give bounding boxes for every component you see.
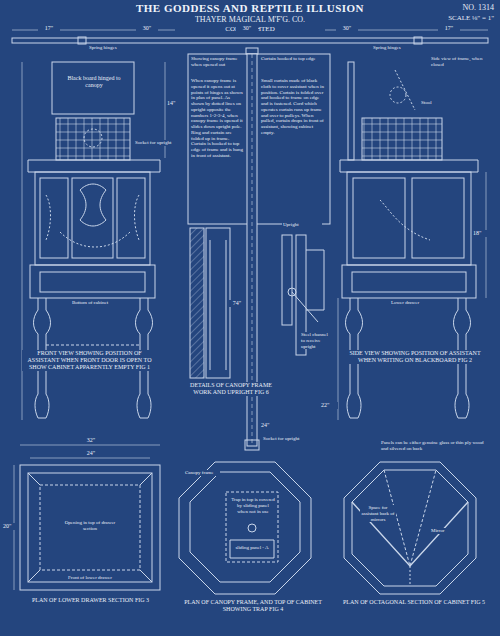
part-note: Socket for upright <box>134 140 184 146</box>
dimension: 18" <box>472 230 492 237</box>
dimension: 74" <box>228 300 246 307</box>
note-text: Small curtain made of black cloth to cov… <box>260 78 328 136</box>
part-note: Opening in top of drawer section <box>60 520 120 532</box>
part-note: Stool <box>420 100 450 106</box>
figure-caption: DETAILS OF CANOPY FRAME WORK AND UPRIGHT… <box>186 382 276 396</box>
part-note: Bottom of cabinet <box>60 300 120 306</box>
part-note: Front of lower drawer <box>55 575 125 581</box>
dimension: 30" <box>336 25 358 32</box>
part-note: Socket for upright <box>262 436 316 442</box>
dimension: 32" <box>78 437 104 444</box>
part-note: Lower drawer <box>380 300 430 306</box>
dimension: 30" <box>136 25 158 32</box>
dimension: 17" <box>38 25 60 32</box>
drawing-number: NO. 1314 <box>410 3 495 12</box>
part-note: Upright <box>282 222 322 228</box>
dimension: 20" <box>2 523 18 530</box>
dimension: 14" <box>166 100 184 107</box>
figure-caption: SIDE VIEW SHOWING POSITION OF ASSISTANT … <box>345 350 485 364</box>
part-note: Curtain hooked to top edge <box>260 56 320 62</box>
figure-caption: FRONT VIEW SHOWING POSITION OF ASSISTANT… <box>22 350 157 371</box>
part-note: Side view of frame, when closed <box>430 56 486 68</box>
part-note: Showing canopy frame when opened out <box>190 56 245 68</box>
dimension: 22" <box>320 402 338 409</box>
part-note: Mirror <box>430 528 460 534</box>
part-note: Space for assistant back of mirrors <box>360 505 396 522</box>
scale-note: SCALE ⅛" = 1" <box>400 14 495 22</box>
note-text: When canopy frame is opened it opens out… <box>190 78 245 159</box>
part-note: Canopy frame <box>184 470 220 476</box>
part-note: Steel channel to receive upright <box>300 332 330 349</box>
figure-caption: PLAN OF OCTAGONAL SECTION OF CABINET FIG… <box>340 599 488 606</box>
dimension: 24" <box>78 450 104 457</box>
dimension: 17" <box>438 25 460 32</box>
dimension: 24" <box>260 422 280 429</box>
maker-name: THAYER MAGICAL M'F'G. CO. <box>150 15 350 24</box>
part-note: Spring hinges <box>372 45 408 51</box>
part-note: Black board hinged to canopy <box>60 75 128 89</box>
part-note: Trap in top is covered by sliding panel … <box>230 497 276 514</box>
part-note: Panels can be either genuine glass or th… <box>380 440 490 452</box>
figure-caption: PLAN OF CANOPY FRAME, AND TOP OF CABINET… <box>176 599 330 613</box>
part-note: Spring hinges <box>88 45 124 51</box>
dimension: 30" <box>236 25 258 32</box>
part-note: sliding panel - A <box>232 545 272 551</box>
figure-caption: PLAN OF LOWER DRAWER SECTION FIG 3 <box>18 597 163 604</box>
